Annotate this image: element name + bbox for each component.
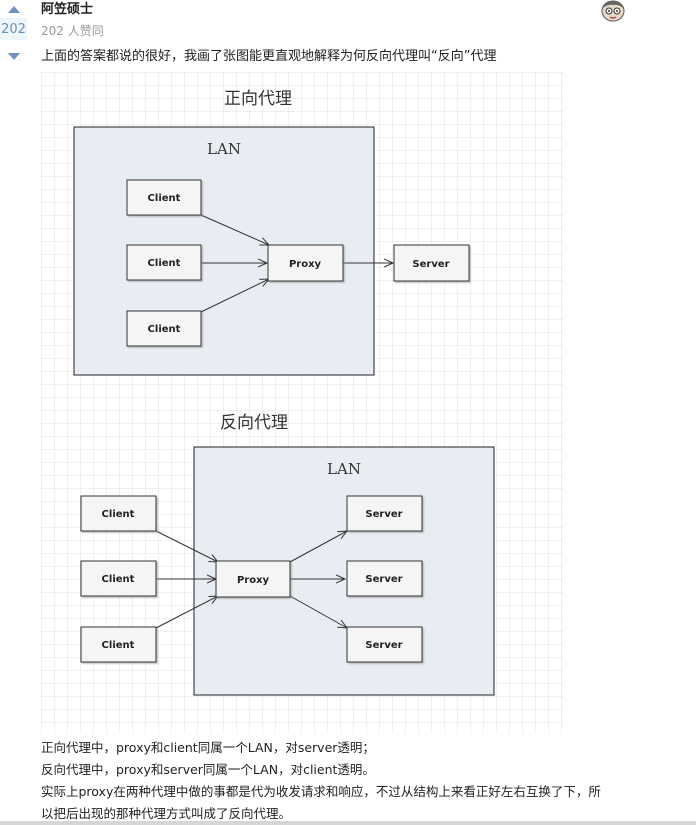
proxy-diagram: 正向代理 LAN Client Client Client Proxy Serv… <box>41 72 563 734</box>
node-label: Client <box>148 193 181 204</box>
forward-proxy-title: 正向代理 <box>224 89 292 109</box>
node-label: Server <box>365 574 402 585</box>
vote-info[interactable]: 202 人赞同 <box>41 24 104 38</box>
forward-server-node: Server <box>393 244 470 282</box>
reverse-proxy-title: 反向代理 <box>220 413 288 433</box>
node-label: Client <box>102 640 135 651</box>
node-label: Client <box>102 509 135 520</box>
reverse-server-3: Server <box>346 626 423 663</box>
reverse-lan-label: LAN <box>327 460 361 478</box>
reverse-client-3: Client <box>80 626 157 663</box>
reverse-server-2: Server <box>346 560 423 597</box>
forward-lan-label: LAN <box>207 140 241 158</box>
paragraph-explanation-1: 实际上proxy在两种代理中做的事都是代为收发请求和响应，不过从结构上来看正好左… <box>41 784 601 799</box>
node-label: Proxy <box>237 575 270 586</box>
intro-text: 上面的答案都说的很好，我画了张图能更直观地解释为何反向代理叫“反向”代理 <box>41 49 497 64</box>
triangle-down-icon <box>7 53 20 60</box>
reverse-proxy-node: Proxy <box>215 560 291 598</box>
node-label: Server <box>365 509 402 520</box>
node-label: Proxy <box>289 259 322 270</box>
cartoon-avatar-icon <box>601 0 625 22</box>
downvote-button[interactable] <box>0 46 27 66</box>
vote-column: 202 <box>0 0 30 825</box>
upvote-button[interactable] <box>0 0 27 20</box>
triangle-up-icon <box>7 6 20 13</box>
forward-client-1: Client <box>126 179 202 216</box>
node-label: Client <box>148 258 181 269</box>
node-label: Client <box>148 324 181 335</box>
avatar[interactable] <box>600 0 626 22</box>
paragraph-reverse: 反向代理中，proxy和server同属一个LAN，对client透明。 <box>41 762 375 777</box>
vote-count: 202 <box>0 18 27 40</box>
reverse-client-1: Client <box>80 495 157 532</box>
reverse-client-2: Client <box>80 560 157 597</box>
node-label: Client <box>102 574 135 585</box>
node-label: Server <box>412 259 449 270</box>
node-label: Server <box>365 640 402 651</box>
bottom-divider <box>0 821 696 825</box>
forward-proxy-node: Proxy <box>267 244 344 282</box>
author-name[interactable]: 阿笠硕士 <box>41 2 94 17</box>
forward-client-3: Client <box>126 310 202 347</box>
paragraph-forward: 正向代理中，proxy和client同属一个LAN，对server透明； <box>41 740 375 755</box>
paragraph-explanation-2: 以把后出现的那种代理方式叫成了反向代理。 <box>41 806 292 821</box>
reverse-server-1: Server <box>346 495 423 532</box>
forward-client-2: Client <box>126 244 202 281</box>
